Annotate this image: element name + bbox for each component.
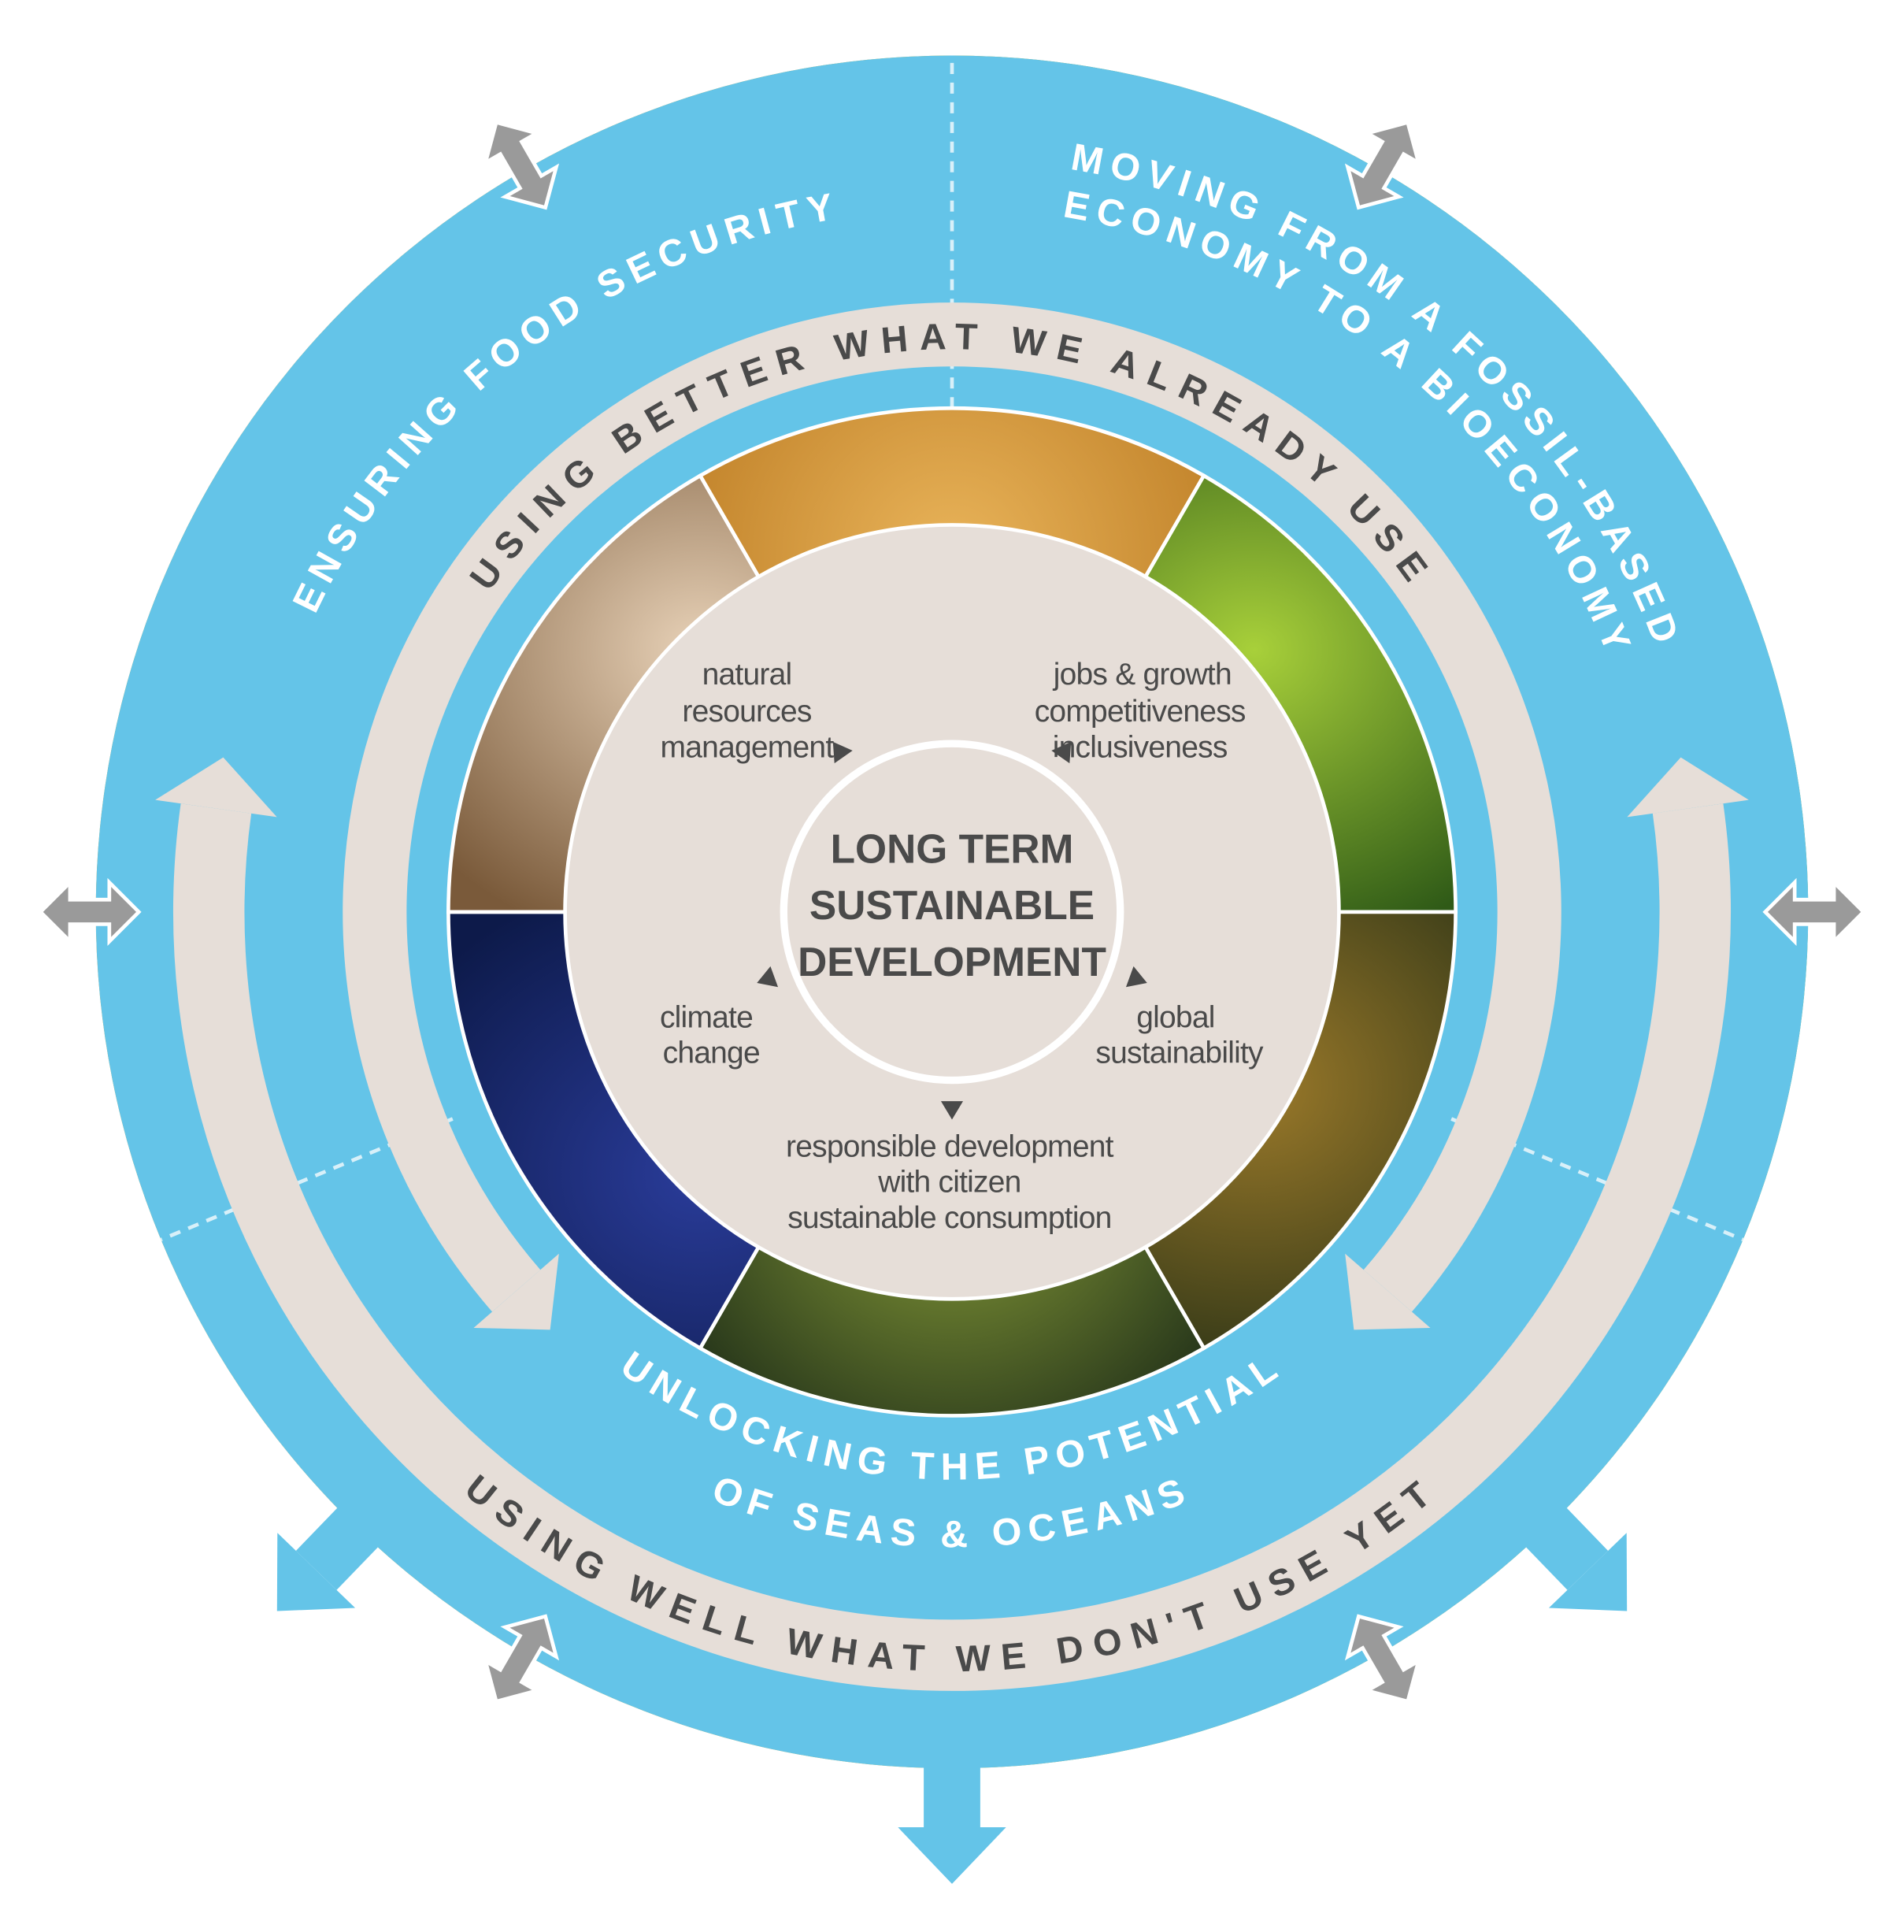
- pillar-natural-resources: natural resources management: [661, 658, 835, 764]
- inner-band: [343, 302, 1561, 1312]
- triangle-icon: [1125, 966, 1147, 988]
- divider-line: [160, 1117, 454, 1242]
- center-title-line2: SUSTAINABLE: [809, 882, 1095, 928]
- blue-arrow-head-bottom-left: [276, 1533, 356, 1611]
- outer-band-arrowhead-left: [155, 757, 277, 818]
- pillar-jobs-growth: jobs & growth competitiveness inclusiven…: [1035, 658, 1246, 764]
- double-arrow-icon: [38, 877, 142, 946]
- triangle-icon: [757, 966, 779, 988]
- pillar-text: global: [1136, 1000, 1214, 1034]
- section-dividers: [160, 55, 1744, 1242]
- exchange-arrows: [38, 120, 1866, 1704]
- circular-arrows: [155, 302, 1749, 1691]
- outer-band: [172, 803, 1732, 1691]
- pillar-text: jobs & growth: [1053, 658, 1232, 692]
- divider-line: [1450, 1117, 1744, 1242]
- pillar-climate-change: climate change: [660, 1000, 761, 1070]
- pillar-text: competitiveness: [1035, 695, 1246, 729]
- double-arrow-icon: [1344, 120, 1422, 210]
- double-arrow-icon: [1344, 1614, 1422, 1704]
- blue-arrow-head-bottom-right: [1548, 1533, 1628, 1611]
- pillar-text: inclusiveness: [1053, 730, 1228, 764]
- triangle-icon: [940, 1101, 964, 1120]
- pillar-text: sustainable consumption: [787, 1201, 1111, 1235]
- inner-band-arrowhead-left: [473, 1253, 559, 1330]
- pillar-text: change: [663, 1036, 760, 1070]
- pillar-text: management: [661, 730, 835, 764]
- pillar-text: with citizen: [877, 1166, 1021, 1200]
- inner-band-arrowhead-right: [1345, 1253, 1431, 1330]
- center-title-line1: LONG TERM: [831, 825, 1074, 871]
- pillar-text: climate: [660, 1000, 753, 1034]
- pillar-text: resources: [682, 695, 811, 729]
- pillar-arrows: [757, 741, 1147, 1120]
- pillar-responsible-development: responsible development with citizen sus…: [786, 1129, 1114, 1234]
- pillar-text: sustainability: [1095, 1036, 1264, 1070]
- outer-band-arrowhead-right: [1627, 757, 1749, 818]
- blue-arrow-shaft-bottom-right: [1495, 1475, 1609, 1590]
- triangle-icon: [1051, 741, 1072, 764]
- pillar-global-sustainability: global sustainability: [1095, 1000, 1264, 1070]
- double-arrow-icon: [482, 120, 560, 210]
- pillar-text: responsible development: [786, 1129, 1114, 1163]
- center-circle: [780, 740, 1124, 1085]
- double-arrow-icon: [482, 1614, 560, 1704]
- triangle-icon: [832, 741, 853, 764]
- outward-arrows: [276, 1475, 1628, 1884]
- blue-arrow-shaft-bottom-left: [295, 1475, 409, 1590]
- double-arrow-icon: [1762, 877, 1866, 946]
- blue-arrow-head-bottom: [898, 1827, 1006, 1884]
- center-title-line3: DEVELOPMENT: [798, 939, 1106, 985]
- pillar-text: natural: [702, 658, 792, 692]
